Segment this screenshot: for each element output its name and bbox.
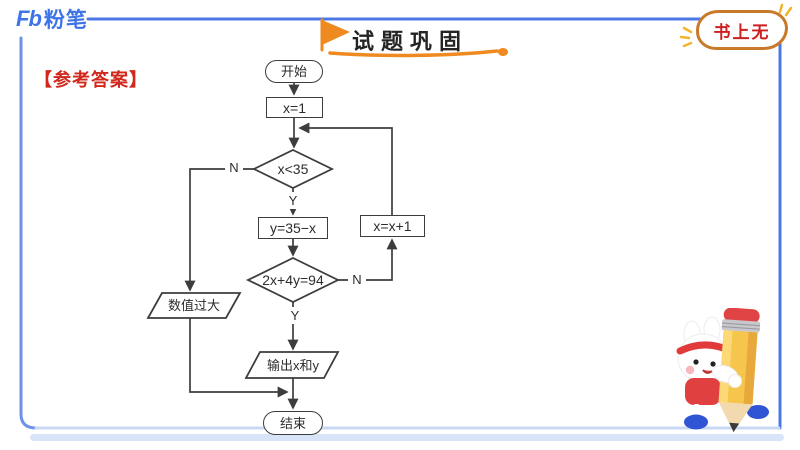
mascot-shoe	[684, 414, 708, 430]
branch-eq-yes: Y	[286, 307, 304, 324]
start-node: 开始	[265, 60, 323, 83]
branch-x-no: N	[225, 159, 243, 176]
reference-answer-label: 【参考答案】	[34, 70, 148, 90]
output-shape	[244, 351, 340, 379]
init-node: x=1	[266, 97, 323, 118]
mascot-headband	[676, 341, 730, 355]
page-title: 试题巩固	[352, 29, 469, 54]
too-large-label: 数值过大	[167, 297, 220, 313]
edge-increment-loop	[298, 122, 393, 215]
frame-left-border	[19, 36, 38, 430]
edge-decision-no	[184, 168, 254, 292]
decision-x-shape	[251, 148, 335, 190]
mascot-shirt	[685, 378, 721, 405]
output-label: 输出x和y	[266, 357, 319, 373]
bottom-bar	[30, 434, 784, 441]
title-underline	[328, 48, 508, 58]
end-node: 结束	[263, 411, 323, 435]
pencil-icon	[718, 308, 761, 433]
fenbi-logo-mark: Fb	[16, 6, 42, 31]
assign-y-node: y=35−x	[258, 217, 328, 239]
decision-x-label: x<35	[277, 161, 309, 177]
flag-icon	[320, 18, 350, 52]
not-in-book-badge-label: 书上无	[713, 22, 771, 42]
decision-eq-label: 2x+4y=94	[262, 272, 324, 288]
branch-eq-no: N	[348, 271, 366, 288]
increment-node: x=x+1	[360, 215, 425, 237]
edge-toolarge-join	[189, 318, 289, 398]
not-in-book-badge: 书上无	[696, 10, 788, 50]
fenbi-logo: Fb 粉笔	[16, 4, 88, 34]
branch-x-yes: Y	[284, 192, 302, 209]
fenbi-logo-name: 粉笔	[43, 9, 88, 32]
mascot-character	[676, 308, 769, 433]
too-large-shape	[146, 292, 242, 319]
badge-sparkles	[679, 3, 793, 48]
decision-eq-shape	[245, 256, 341, 304]
